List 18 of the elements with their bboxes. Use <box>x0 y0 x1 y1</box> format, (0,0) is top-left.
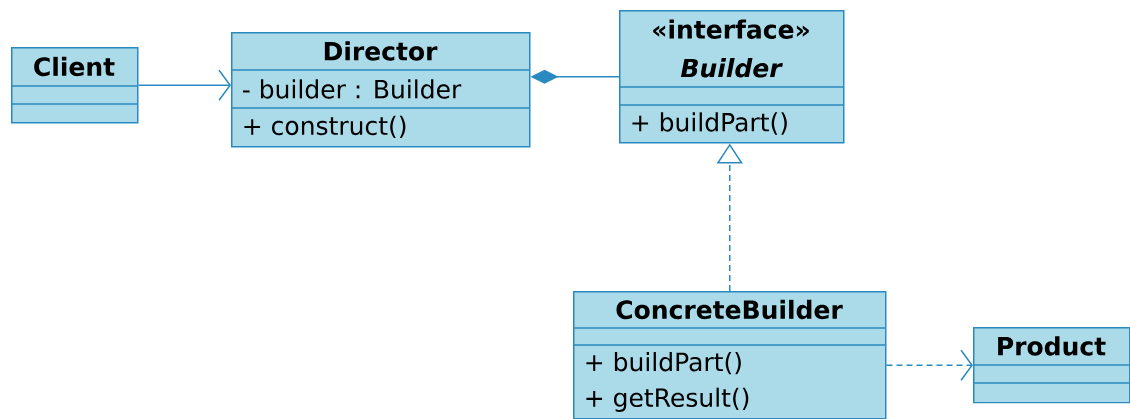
member-text: + buildPart() <box>632 112 787 135</box>
class-box <box>618 10 845 144</box>
member-text: - builder : Builder <box>243 79 462 99</box>
class-name: Client <box>34 56 115 77</box>
connector-arrow <box>885 349 973 381</box>
member-text: + buildPart() <box>586 352 741 375</box>
class-box <box>572 291 887 419</box>
stereotype-text: «interface» <box>653 19 809 39</box>
connector-arrow <box>137 69 231 101</box>
class-box <box>10 47 139 124</box>
class-name: Builder <box>680 58 783 78</box>
member-text: + construct() <box>244 115 406 139</box>
member-text: + getResult() <box>586 387 749 412</box>
class-box <box>972 327 1130 404</box>
class-name: ConcreteBuilder <box>616 299 843 320</box>
class-box <box>230 32 531 148</box>
class-name: Product <box>998 336 1106 356</box>
class-name: Director <box>324 41 438 61</box>
